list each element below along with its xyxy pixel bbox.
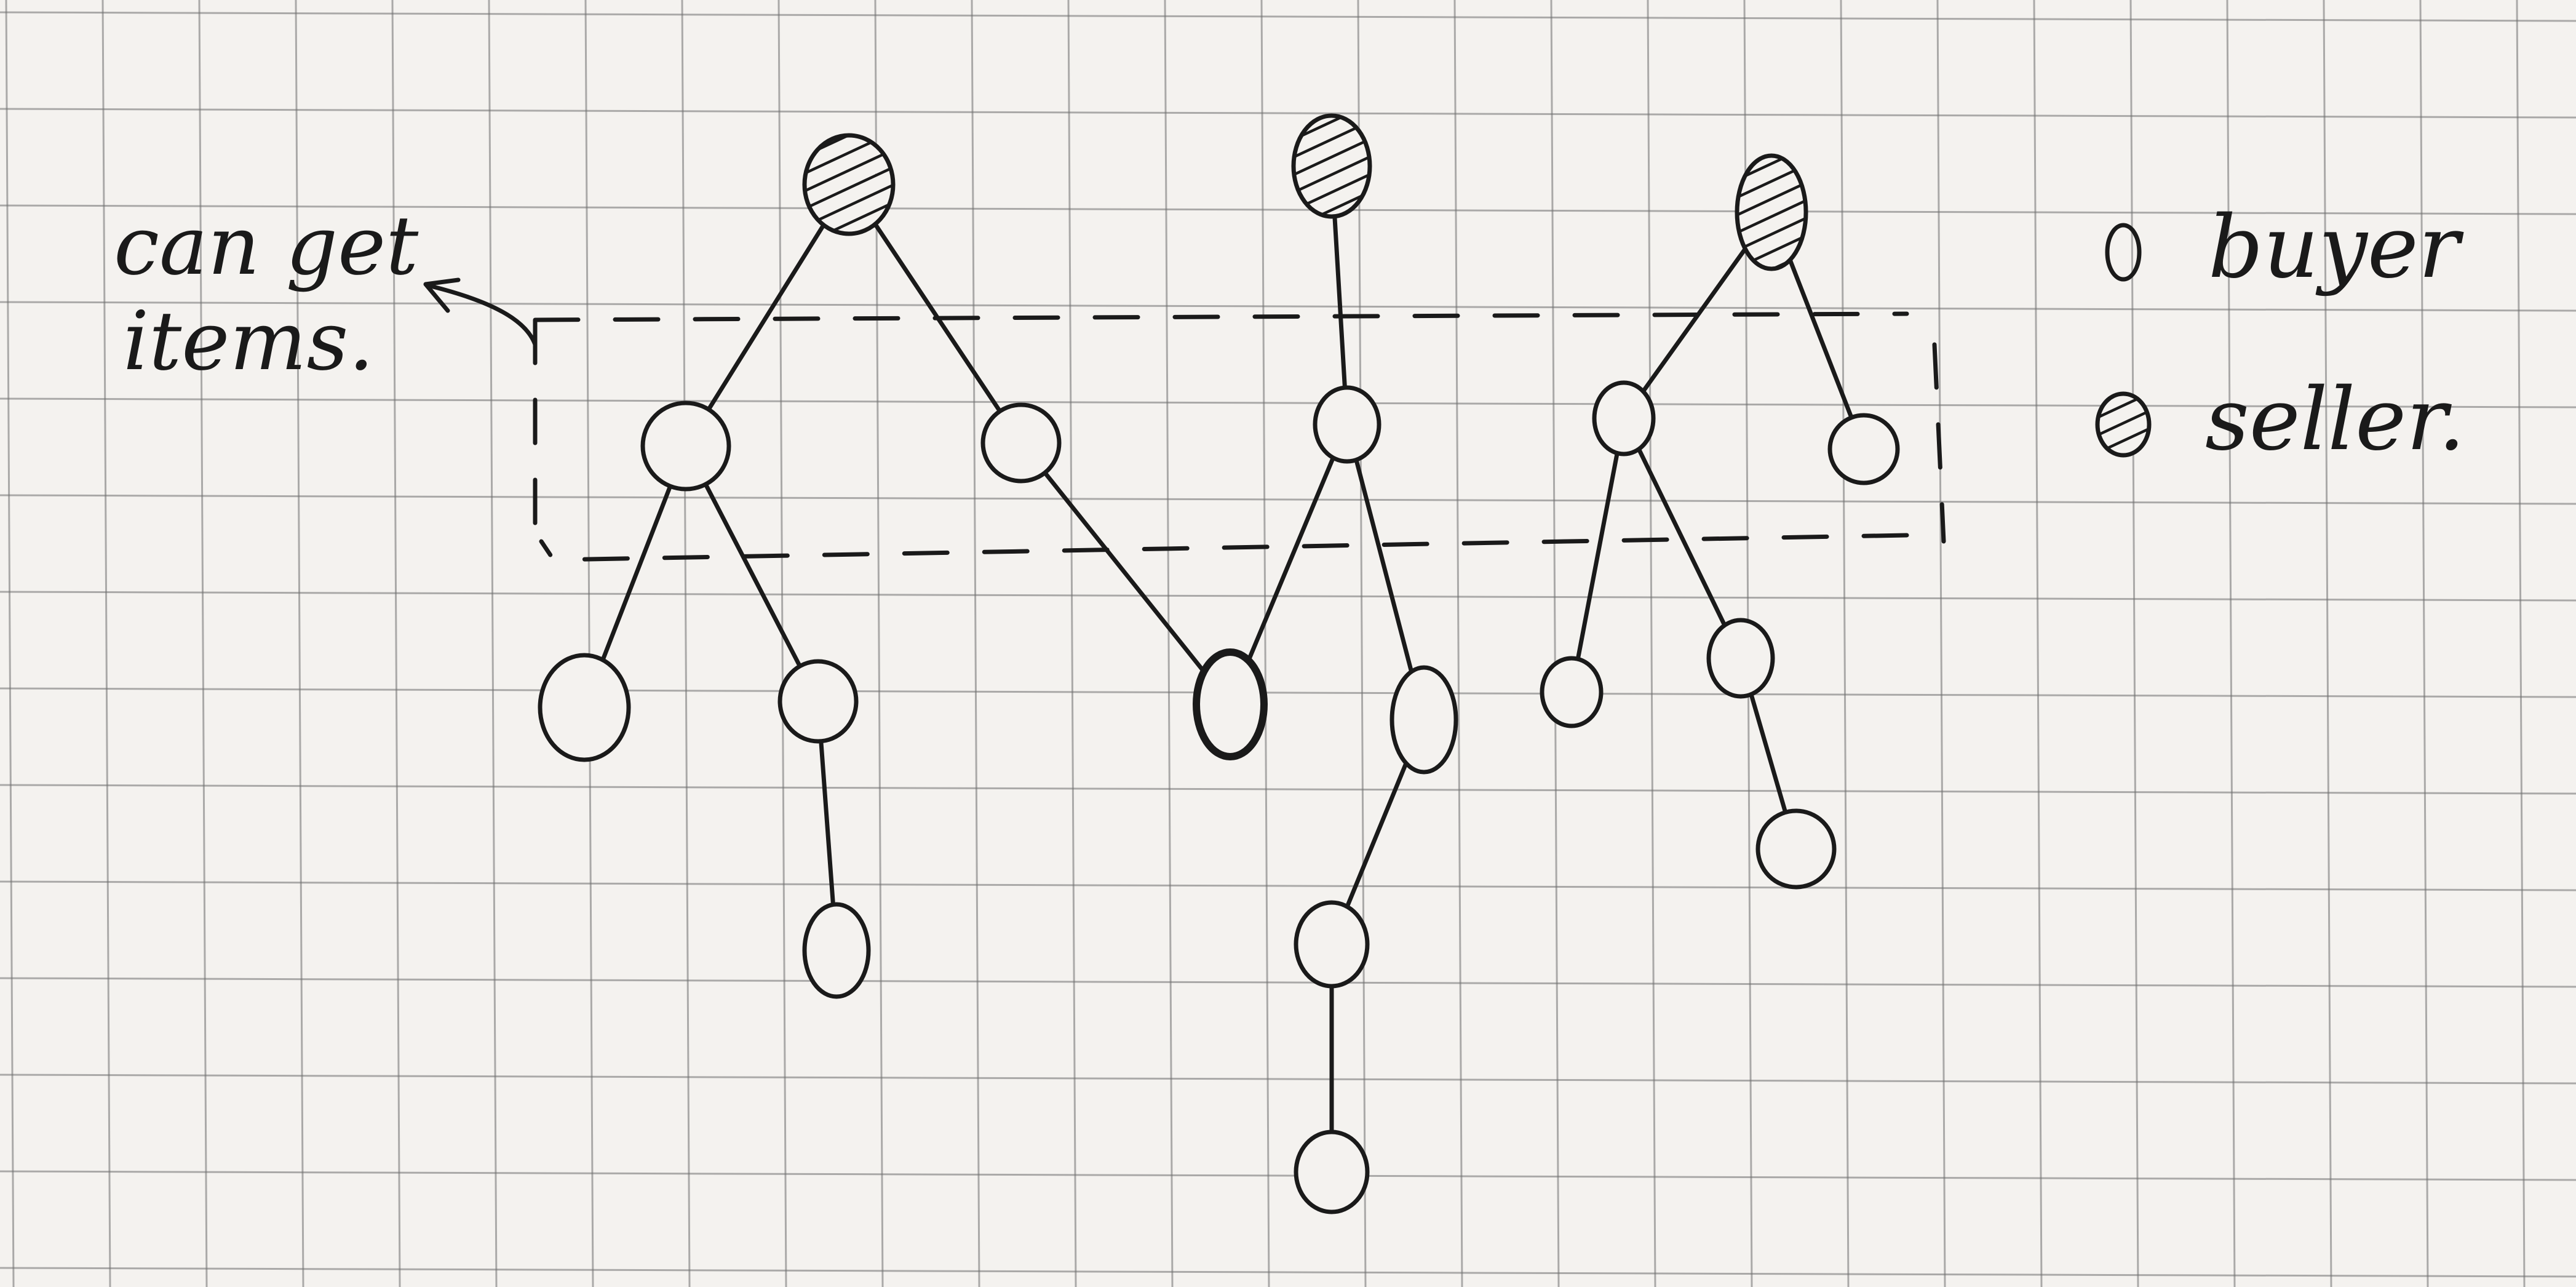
- grid-line-vertical: [101, 0, 111, 1287]
- grid-line-vertical: [971, 0, 980, 1287]
- grid-line-vertical: [2129, 0, 2139, 1287]
- buyer-node-c6: [1706, 618, 1775, 699]
- buyer-node-c3: [1193, 648, 1268, 760]
- edge-c4-d2: [1343, 749, 1413, 912]
- grid-line-vertical: [2226, 0, 2236, 1287]
- seller-node-s1: [802, 133, 896, 236]
- grid-line-vertical: [2516, 0, 2526, 1287]
- grid-line-vertical: [1936, 0, 1946, 1287]
- grid-line-vertical: [1647, 0, 1656, 1287]
- buyer-node-c1: [538, 653, 631, 762]
- buyer-node-b2: [980, 402, 1062, 484]
- grid-line-vertical: [1357, 0, 1367, 1287]
- buyer-node-c2: [777, 659, 859, 744]
- diagram-edges: [598, 204, 1853, 1137]
- legend: buyer seller.: [2095, 197, 2465, 470]
- annotation-line1: can get: [114, 199, 419, 293]
- grid-line-horizontal: [0, 11, 2576, 22]
- legend-seller-icon: [2095, 391, 2152, 458]
- annotation-line2: items.: [123, 294, 374, 389]
- grid-line-vertical: [1067, 0, 1077, 1287]
- grid-line-horizontal: [0, 301, 2576, 312]
- edge-s3-b5: [1782, 244, 1853, 418]
- edge-b4-c5: [1575, 447, 1621, 664]
- grid-line-vertical: [5, 0, 15, 1287]
- grid-line-horizontal: [0, 397, 2576, 408]
- grid-line-vertical: [2033, 0, 2043, 1287]
- edge-b1-c2: [704, 484, 802, 668]
- grid-line-vertical: [295, 0, 304, 1287]
- buyer-node-d1: [802, 902, 871, 999]
- grid-line-horizontal: [0, 1170, 2576, 1181]
- grid-line-horizontal: [0, 880, 2576, 891]
- grid-line-vertical: [777, 0, 787, 1287]
- grid-line-vertical: [2323, 0, 2332, 1287]
- buyer-node-c5: [1540, 656, 1604, 728]
- grid-line-vertical: [198, 0, 208, 1287]
- edge-b3-c4: [1353, 455, 1418, 690]
- edge-c2-d1: [819, 739, 837, 920]
- buyer-node-b1: [640, 400, 731, 492]
- legend-seller-label: seller.: [2205, 370, 2465, 470]
- buyer-node-d3: [1755, 808, 1837, 890]
- grid-line-horizontal: [0, 1074, 2576, 1085]
- grid-line-vertical: [681, 0, 691, 1287]
- grid-line-horizontal: [0, 108, 2576, 119]
- grid-line-vertical: [1840, 0, 1850, 1287]
- seller-node-s3: [1735, 153, 1808, 271]
- annotation-arrow: [428, 284, 538, 347]
- buyer-node-b4: [1592, 380, 1656, 456]
- grid-line-horizontal: [0, 494, 2576, 505]
- buyer-node-b3: [1313, 385, 1381, 464]
- legend-buyer-icon: [2105, 223, 2142, 282]
- grid-line-vertical: [1550, 0, 1560, 1287]
- grid-line-vertical: [391, 0, 401, 1287]
- edge-s2-b3: [1332, 204, 1348, 393]
- buyer-node-d2: [1294, 900, 1370, 989]
- grid-line-horizontal: [0, 784, 2576, 795]
- edge-b1-c1: [598, 486, 672, 667]
- grid-line-horizontal: [0, 204, 2576, 215]
- grid-line-vertical: [584, 0, 594, 1287]
- legend-buyer-label: buyer: [2208, 197, 2464, 298]
- grid-line-vertical: [1164, 0, 1174, 1287]
- seller-node-s2: [1291, 113, 1372, 219]
- dashed-region-outline: [533, 311, 1946, 562]
- grid-line-horizontal: [0, 1267, 2576, 1278]
- buyer-node-b5: [1827, 413, 1900, 485]
- edge-b3-c3: [1241, 453, 1337, 674]
- edge-s1-b1: [707, 221, 827, 410]
- arrow-head: [423, 277, 461, 313]
- grid-line-vertical: [2419, 0, 2429, 1287]
- edge-b2-c3: [1044, 472, 1210, 679]
- grid-line-horizontal: [0, 591, 2576, 602]
- grid-line-vertical: [1453, 0, 1463, 1287]
- edge-s1-b2: [872, 221, 1001, 412]
- edge-b4-c6: [1635, 444, 1728, 631]
- buyer-node-e1: [1294, 1130, 1370, 1214]
- grid-line-horizontal: [0, 687, 2576, 698]
- edge-c6-d3: [1747, 688, 1787, 813]
- grid-line-vertical: [488, 0, 498, 1287]
- edge-s3-b4: [1639, 239, 1753, 396]
- diagram-nodes: [538, 113, 1900, 1214]
- grid-line-horizontal: [0, 977, 2576, 988]
- grid-line-vertical: [1260, 0, 1270, 1287]
- buyer-node-c4: [1389, 665, 1458, 775]
